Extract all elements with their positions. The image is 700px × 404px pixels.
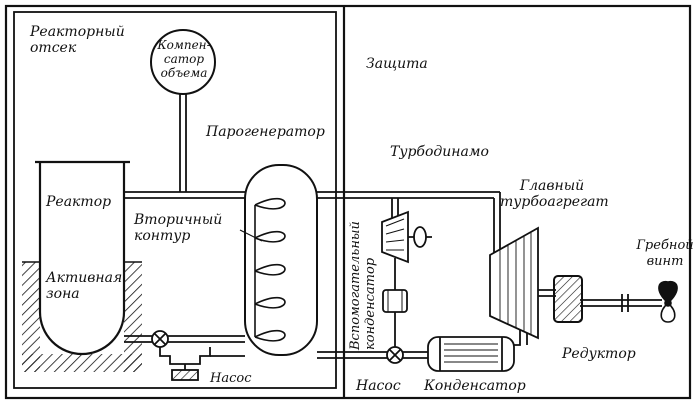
secondary-pump xyxy=(386,346,404,364)
main-turbine xyxy=(489,226,539,340)
label-propeller: Гребной винт xyxy=(636,238,694,269)
compartment-frames xyxy=(4,4,692,400)
label-volume-compensator: Компен- сатор объема xyxy=(157,38,211,80)
active-zone-hatch xyxy=(22,262,40,372)
label-condenser: Конденсатор xyxy=(424,378,526,394)
main-condenser xyxy=(427,336,515,372)
label-reactor: Реактор xyxy=(46,194,112,210)
shielding-wall xyxy=(13,11,337,389)
reducer-gear xyxy=(553,275,583,323)
label-secondary-pump: Насос xyxy=(356,378,401,394)
outer-hull xyxy=(4,4,692,400)
propeller xyxy=(658,280,678,323)
label-shielding: Защита xyxy=(366,56,428,72)
label-reactor-compartment: Реакторный отсек xyxy=(30,24,125,56)
volume-compensator-vessel xyxy=(150,29,216,95)
label-main-turbo-unit: Главный турбоагрегат xyxy=(500,178,609,210)
label-reducer: Редуктор xyxy=(562,346,636,362)
turbodynamo xyxy=(381,210,432,264)
label-reactor-pump: Насос xyxy=(210,371,252,386)
label-turbodynamo: Турбодинамо xyxy=(390,144,489,160)
reactor-vessel xyxy=(22,160,142,372)
label-auxiliary-condenser: Вспомогательный конденсатор xyxy=(348,221,378,350)
label-secondary-loop: Вторичный контур xyxy=(134,212,223,244)
label-active-zone: Активная зона xyxy=(46,270,123,302)
reactor-pump xyxy=(151,330,245,381)
label-steam-generator: Парогенератор xyxy=(206,124,325,140)
steam-generator xyxy=(244,164,318,356)
auxiliary-condenser-unit xyxy=(382,289,408,313)
primary-loop-piping xyxy=(124,92,245,343)
